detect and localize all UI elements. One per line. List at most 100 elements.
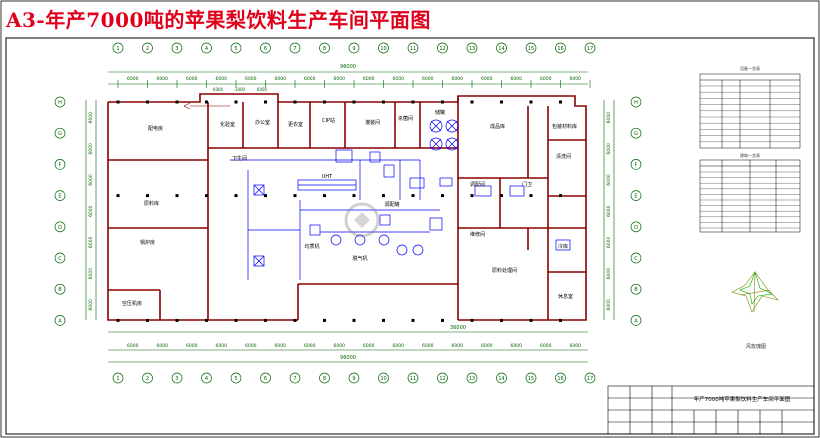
axis-bubble-label: D	[58, 225, 62, 231]
top-total-dimension: 96000	[340, 64, 356, 70]
equipment-schedule-caption: 设备一览表	[740, 65, 760, 71]
structural-column	[529, 100, 533, 104]
room-label: 维修间	[470, 231, 485, 238]
axis-bubble: 16	[555, 42, 566, 54]
structural-column	[146, 194, 149, 198]
dimension-label: 6000	[511, 76, 523, 82]
axis-bubble-label: 11	[410, 376, 416, 382]
dimension-label: 6000	[88, 143, 94, 155]
structural-column	[116, 100, 120, 104]
axis-bubble: A	[630, 315, 642, 326]
axis-bubble: E	[54, 190, 66, 201]
axis-bubble-label: 6	[264, 376, 267, 382]
axis-bubble-label: F	[635, 162, 638, 168]
dimension-label: 6000	[606, 174, 612, 186]
axis-bubble-label: 1	[116, 376, 119, 382]
bottom-mid-dimension: 36000	[450, 325, 466, 331]
axis-bubble-label: 1	[116, 46, 119, 52]
room-label: 办公室	[255, 119, 270, 126]
dimension-label: 6000	[157, 343, 169, 349]
axis-bubble: F	[54, 159, 66, 170]
structural-column	[323, 318, 326, 322]
structural-columns	[116, 100, 562, 322]
axis-bubble: 14	[496, 372, 507, 384]
structural-column	[205, 100, 208, 104]
dimension-label: 6000	[452, 343, 464, 349]
structural-column	[411, 194, 415, 198]
building-schedule-table	[699, 159, 801, 233]
dimension-label: 6000	[216, 76, 228, 82]
axis-bubble-label: H	[58, 100, 62, 106]
axis-bubble-label: 8	[323, 46, 326, 52]
axis-bubble: 13	[466, 372, 478, 384]
side-dimension-lines	[85, 100, 615, 320]
structural-column	[352, 100, 356, 104]
equipment-label-uht: UHT	[322, 174, 333, 180]
axis-bubble-label: 14	[498, 46, 504, 52]
flow-arrows	[183, 102, 230, 110]
axis-bubble: 4	[201, 42, 212, 54]
axis-bubble-label: 17	[587, 376, 593, 382]
axis-bubble: 7	[289, 372, 301, 384]
room-label: CIP站	[322, 117, 335, 124]
axis-bubble-label: 14	[498, 376, 504, 382]
axis-bubble-label: 3	[175, 46, 178, 52]
axis-bubble: D	[630, 221, 642, 233]
axis-bubble: E	[630, 190, 642, 201]
axis-bubble: 17	[584, 42, 596, 54]
drawing-title: A3-年产7000吨的苹果梨饮料生产车间平面图	[6, 8, 431, 32]
process-equipment	[230, 119, 571, 280]
room-label: 化验室	[220, 121, 235, 128]
axis-bubble-label: E	[634, 194, 637, 200]
dimension-label: 6000	[186, 76, 198, 82]
axis-bubble: 15	[525, 372, 537, 384]
dimension-label: 6000	[606, 299, 612, 311]
structural-column	[559, 194, 562, 198]
dimension-label: 6000	[570, 343, 582, 349]
room-label: 卫生间	[232, 155, 247, 162]
equipment-label-mixing-tank: 调配罐	[384, 201, 399, 208]
axis-bubble: 8	[319, 372, 330, 384]
axis-bubble: A	[54, 315, 66, 326]
axis-bubble: 14	[496, 42, 507, 54]
structural-column	[323, 100, 326, 104]
dimension-label: 6000	[606, 237, 612, 249]
dimension-label: 6000	[88, 299, 94, 311]
bottom-dimension-lines	[108, 331, 588, 363]
dimension-label: 6000	[245, 76, 257, 82]
axis-bubble: 2	[142, 372, 153, 384]
dimension-label: 6000	[127, 343, 139, 349]
building-schedule-rows	[700, 171, 800, 229]
room-label: 清洗间	[556, 153, 571, 160]
axis-bubble: 3	[171, 42, 183, 54]
axis-bubble: G	[54, 127, 66, 139]
axis-bubble-label: 2	[146, 46, 149, 52]
room-label: 包装材料库	[552, 123, 577, 130]
structural-column	[529, 194, 533, 198]
axis-bubble: B	[54, 283, 66, 295]
room-label: 杀菌间	[398, 115, 413, 122]
top-dimension-ticks	[117, 80, 591, 88]
axis-bubble-label: 7	[293, 46, 296, 52]
structural-column	[293, 194, 297, 198]
room-label: 锅炉房	[140, 239, 155, 246]
structural-column	[352, 194, 356, 198]
axis-bubble: B	[630, 283, 642, 295]
axis-bubble-label: A	[634, 318, 638, 324]
axis-bubble-label: 5	[234, 376, 237, 382]
axis-bubble-label: G	[58, 131, 62, 137]
dimension-label: 6000	[304, 76, 316, 82]
room-label: 空压机房	[122, 300, 142, 307]
axis-bubble-label: 3	[175, 376, 178, 382]
equipment-label-storage-tank: 储罐	[435, 109, 445, 116]
structural-column	[441, 194, 444, 198]
axis-bubble: F	[630, 159, 642, 170]
axis-bubble: 2	[142, 42, 153, 54]
watermark-logo-icon	[344, 202, 380, 238]
